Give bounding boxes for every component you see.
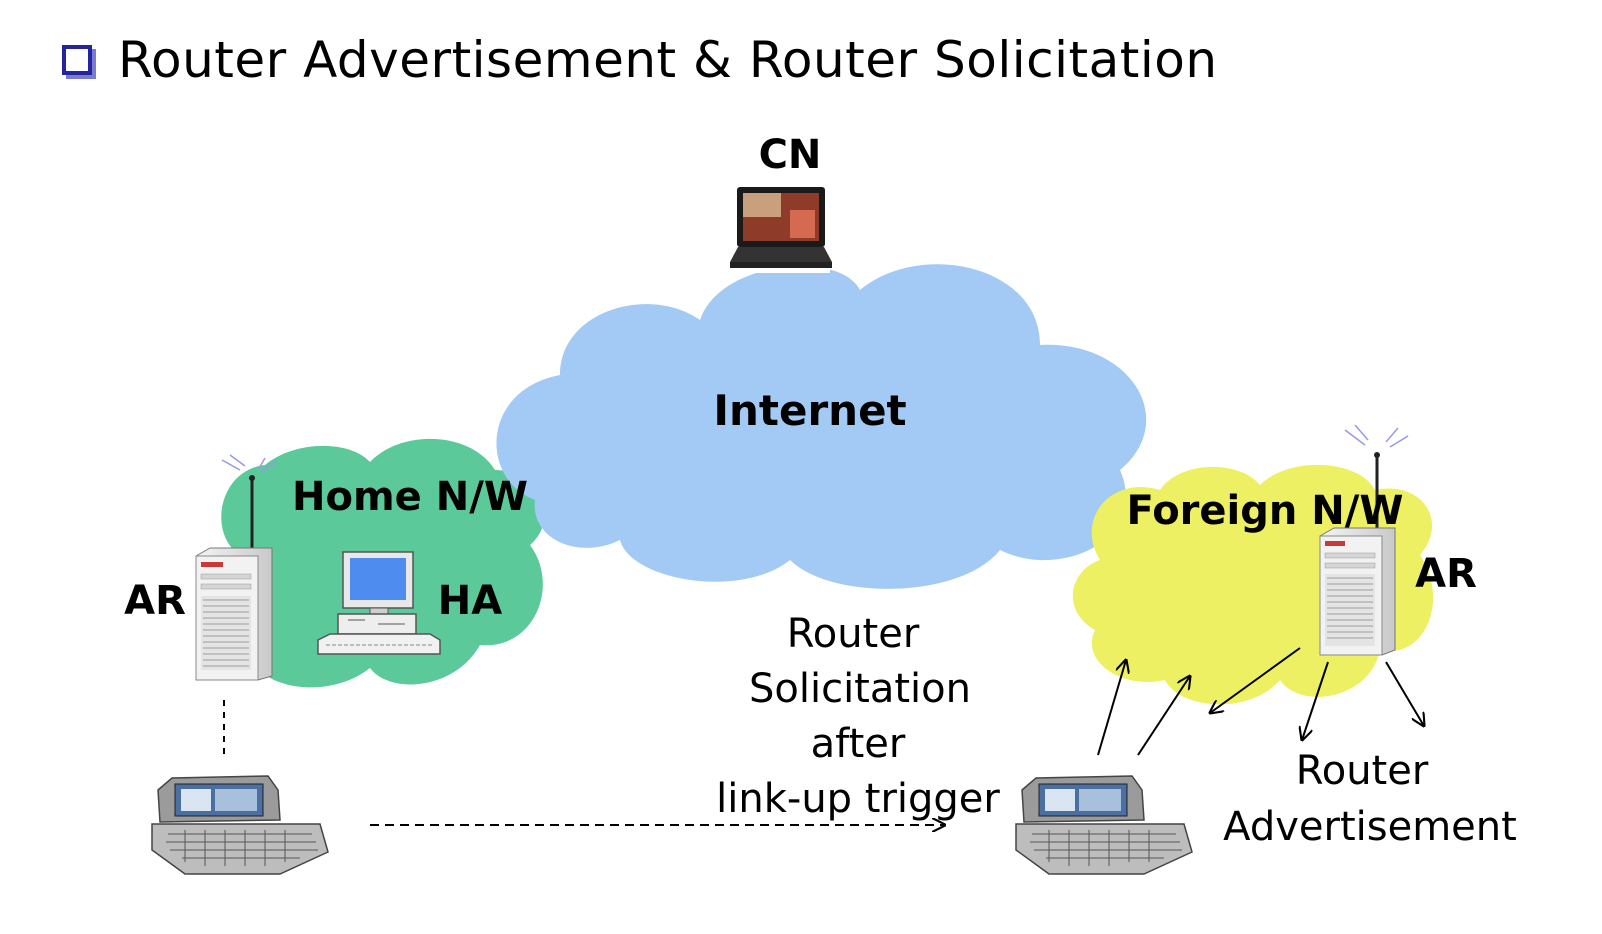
ar-left-label: AR xyxy=(124,578,186,624)
router-solicitation-line-3: after xyxy=(811,721,906,767)
router-solicitation-line-1: Router xyxy=(787,611,920,657)
cn-laptop-icon xyxy=(730,185,832,273)
solicitation-arrow-1 xyxy=(1097,660,1126,756)
router-advertisement-line-2: Advertisement xyxy=(1223,804,1517,850)
right-mobile-node-icon xyxy=(1015,775,1193,875)
advertisement-arrow-1 xyxy=(1210,647,1301,713)
ar-right-label: AR xyxy=(1415,551,1477,597)
left-ar-server-tower-icon xyxy=(195,454,276,681)
left-mobile-node-icon xyxy=(151,775,329,875)
router-solicitation-line-2: Solicitation xyxy=(749,666,971,712)
title-text: Router Advertisement & Router Solicitati… xyxy=(118,31,1218,89)
router-advertisement-line-1: Router xyxy=(1296,748,1429,794)
advertisement-arrow-3 xyxy=(1385,661,1424,726)
foreign-nw-label: Foreign N/W xyxy=(1127,488,1404,534)
ha-desktop-computer-icon xyxy=(317,551,441,655)
advertisement-arrow-2 xyxy=(1302,661,1329,740)
internet-label: Internet xyxy=(713,386,906,435)
right-ar-server-tower-icon xyxy=(1319,424,1409,656)
cn-label: CN xyxy=(759,132,822,178)
home-nw-label: Home N/W xyxy=(292,474,528,520)
hollow-square-bullet-icon xyxy=(62,45,92,75)
slide-title: Router Advertisement & Router Solicitati… xyxy=(62,20,1218,100)
router-solicitation-line-4: link-up trigger xyxy=(716,776,1000,822)
router-advertisement-caption: Router Advertisement xyxy=(1223,748,1517,850)
solicitation-arrow-2 xyxy=(1137,676,1190,756)
ha-label: HA xyxy=(438,578,502,624)
router-solicitation-caption: Router Solicitation after link-up trigge… xyxy=(716,611,1000,822)
internet-cloud xyxy=(496,264,1147,589)
